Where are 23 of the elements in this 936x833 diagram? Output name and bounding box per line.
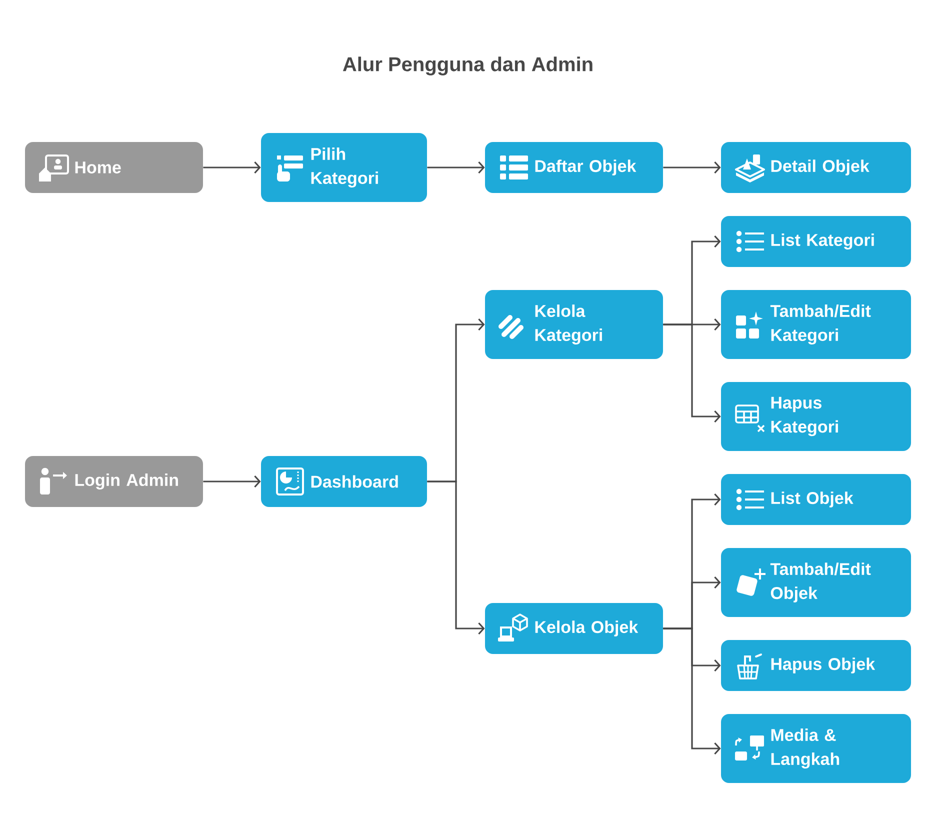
process-box: Tambah/Edit Kategori	[721, 290, 912, 359]
process-box: Login Admin	[25, 456, 203, 507]
arrow	[663, 628, 721, 755]
arrow	[203, 475, 261, 488]
title: Alur Pengguna dan Admin	[342, 56, 592, 76]
process-box: Hapus Objek	[721, 640, 912, 691]
process-box: Tambah/Edit Objek	[721, 548, 912, 617]
arrow	[427, 161, 485, 174]
arrow	[203, 161, 261, 174]
process-box: Dashboard	[261, 456, 427, 507]
process-box: Pilih Kategori	[261, 133, 427, 202]
process-box: Daftar Objek	[485, 142, 663, 193]
process-box: Home	[25, 142, 203, 193]
process-box: Detail Objek	[721, 142, 912, 193]
arrow	[663, 161, 721, 174]
process-box: Kelola Kategori	[485, 290, 663, 359]
arrow	[663, 324, 721, 423]
arrow	[427, 480, 485, 635]
process-box: List Kategori	[721, 216, 912, 267]
process-box: Kelola Objek	[485, 603, 663, 654]
process-box: Media & Langkah	[721, 714, 912, 783]
process-box: Hapus Kategori	[721, 382, 912, 451]
process-box: List Objek	[721, 474, 912, 525]
